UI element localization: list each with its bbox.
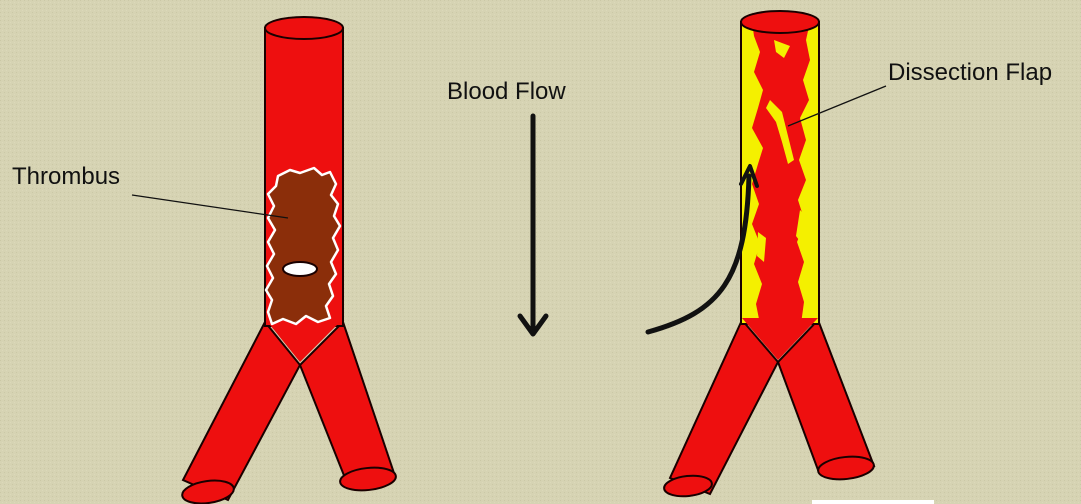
blood-flow-label: Blood Flow (447, 78, 566, 105)
thrombus-label: Thrombus (12, 163, 120, 190)
right-vessel-top-opening (741, 11, 819, 33)
left-vessel-top-opening (265, 17, 343, 39)
thrombus-clot (266, 168, 340, 324)
bottom-bar (812, 500, 934, 504)
dissection-flap-label: Dissection Flap (888, 59, 1052, 86)
residual-lumen (283, 262, 317, 276)
